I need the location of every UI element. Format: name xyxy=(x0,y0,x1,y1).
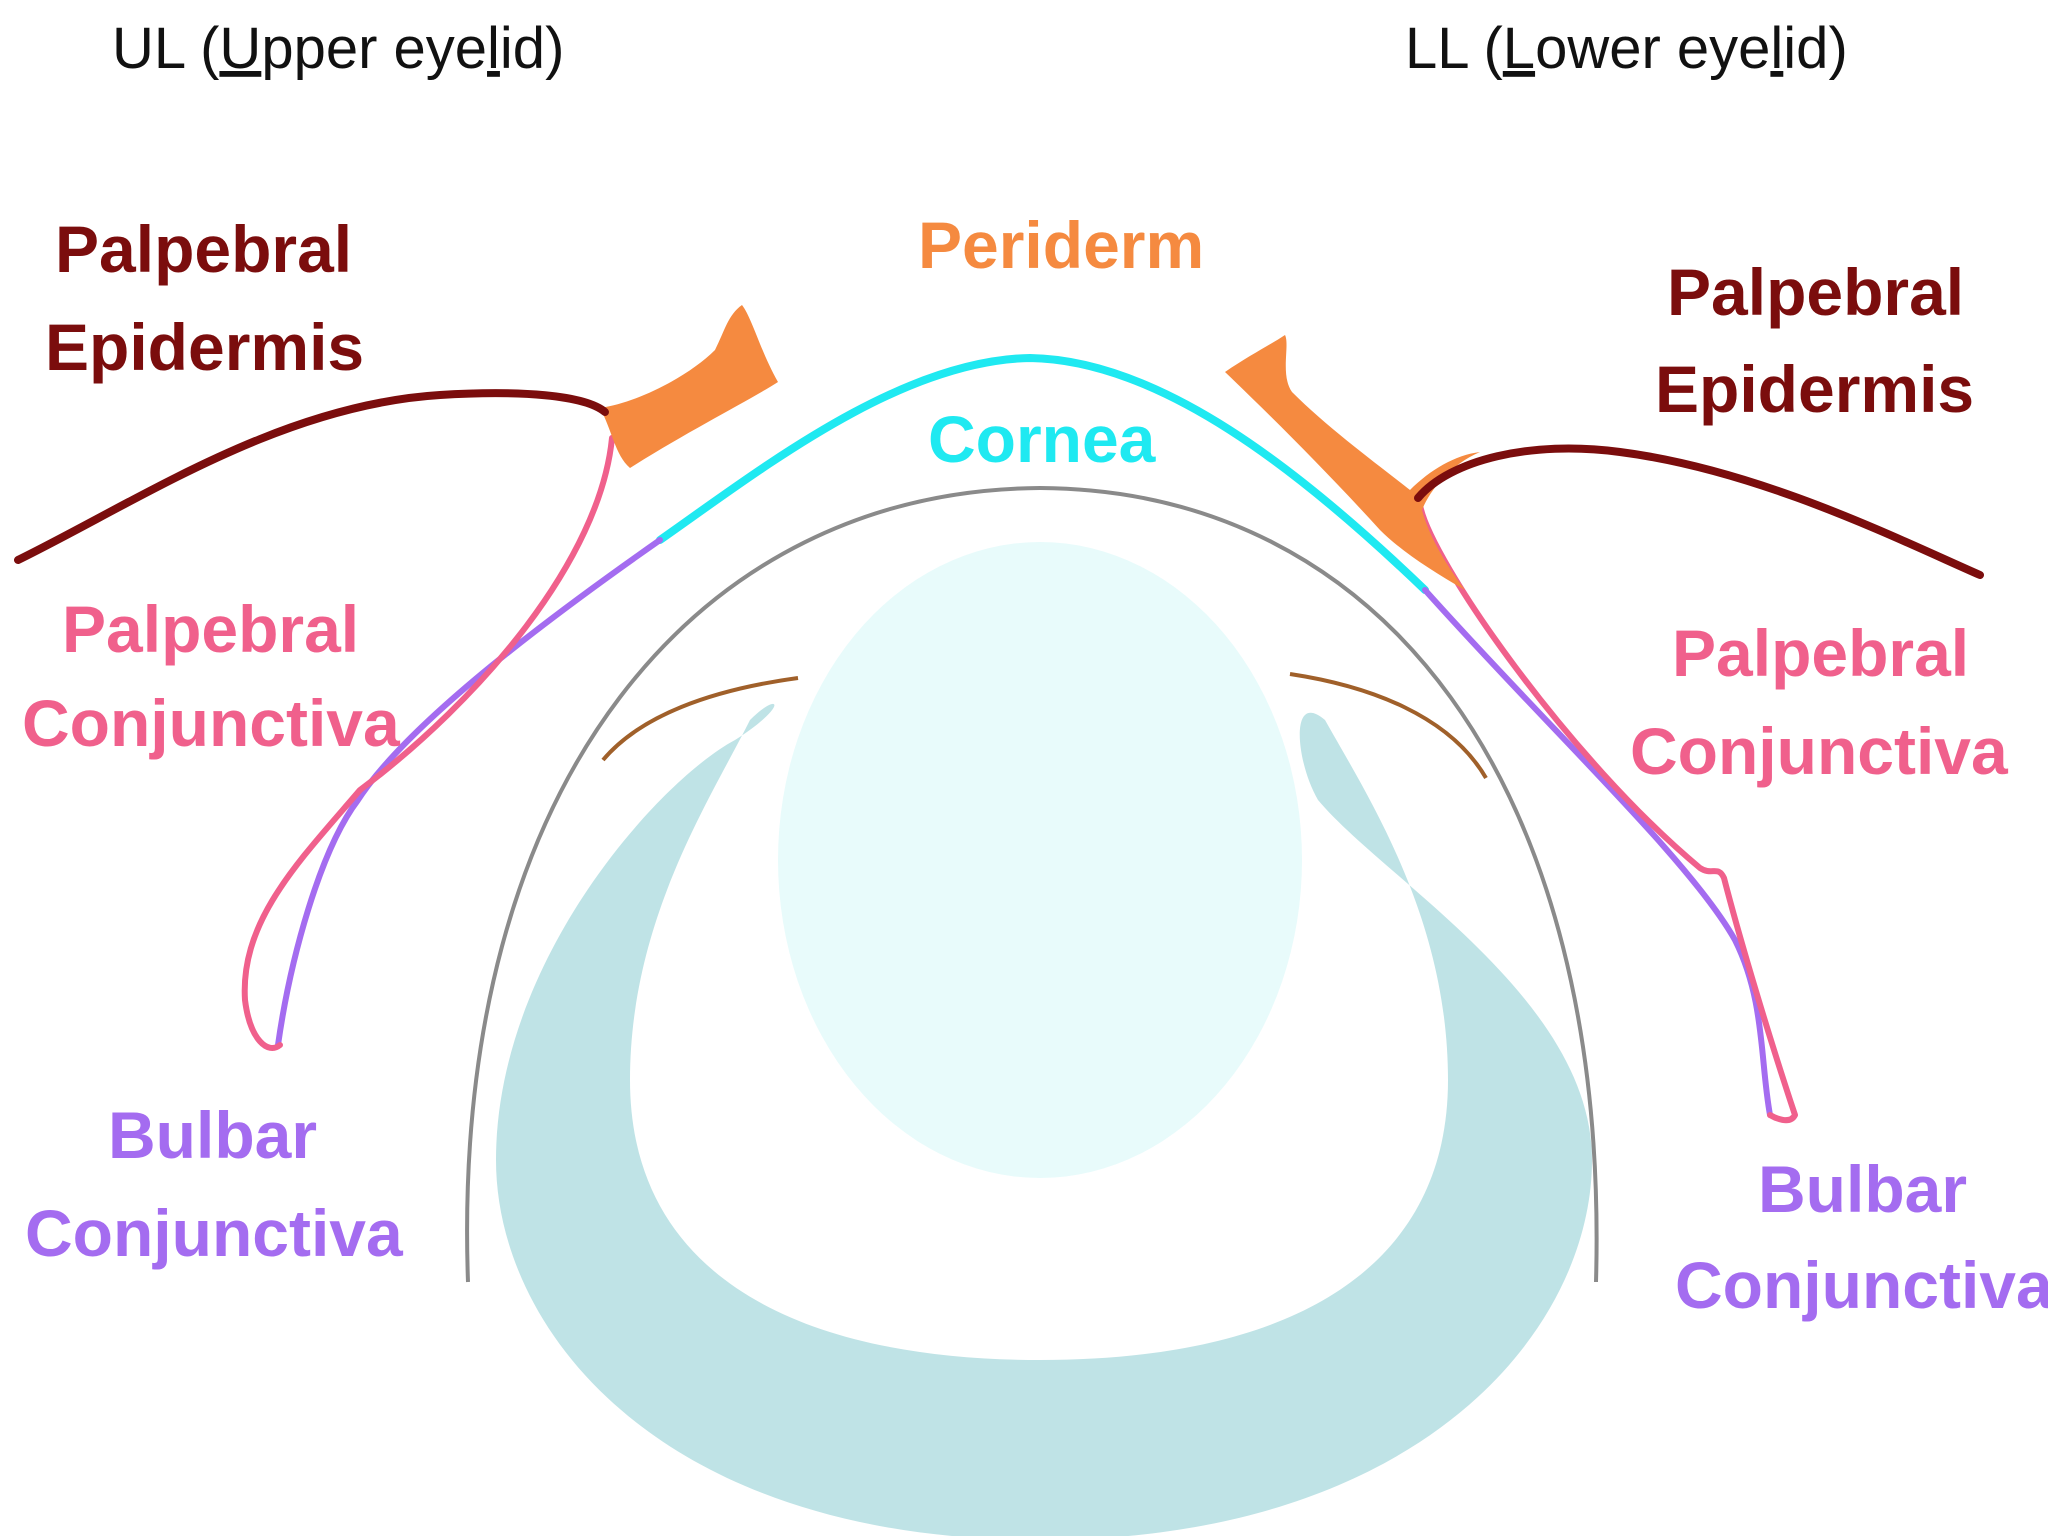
lens xyxy=(778,542,1302,1178)
bulbar-conjunctiva-right xyxy=(1422,587,1773,1118)
label-right-palpebral-conjunctiva: Palpebral Conjunctiva xyxy=(1630,616,2009,788)
label-right-bulbar-conjunctiva: Bulbar Conjunctiva xyxy=(1675,1152,2048,1322)
iris-edge-right xyxy=(1289,672,1488,780)
upper-eyelid-title: UL (Upper eyelid) xyxy=(112,16,564,81)
label-left-bulbar-conjunctiva: Bulbar Conjunctiva xyxy=(25,1098,404,1270)
cornea-line xyxy=(656,353,1429,594)
periderm-right xyxy=(1225,335,1480,590)
label-periderm: Periderm xyxy=(918,208,1204,282)
lower-eyelid-title: LL (Lower eyelid) xyxy=(1405,16,1848,81)
palpebral-conjunctiva-left xyxy=(241,435,615,1051)
label-left-palpebral-epidermis: Palpebral Epidermis xyxy=(45,212,370,384)
label-right-palpebral-epidermis: Palpebral Epidermis xyxy=(1655,255,1982,426)
label-cornea: Cornea xyxy=(928,402,1157,476)
label-left-palpebral-conjunctiva: Palpebral Conjunctiva xyxy=(22,592,401,760)
optic-cup xyxy=(496,704,1592,1536)
epidermis-left xyxy=(14,389,609,564)
palpebral-conjunctiva-right xyxy=(1417,502,1798,1124)
periderm-left xyxy=(600,305,778,468)
eye-outline xyxy=(465,485,1599,1283)
epidermis-right xyxy=(1414,444,1984,579)
iris-edge-left xyxy=(601,676,799,762)
